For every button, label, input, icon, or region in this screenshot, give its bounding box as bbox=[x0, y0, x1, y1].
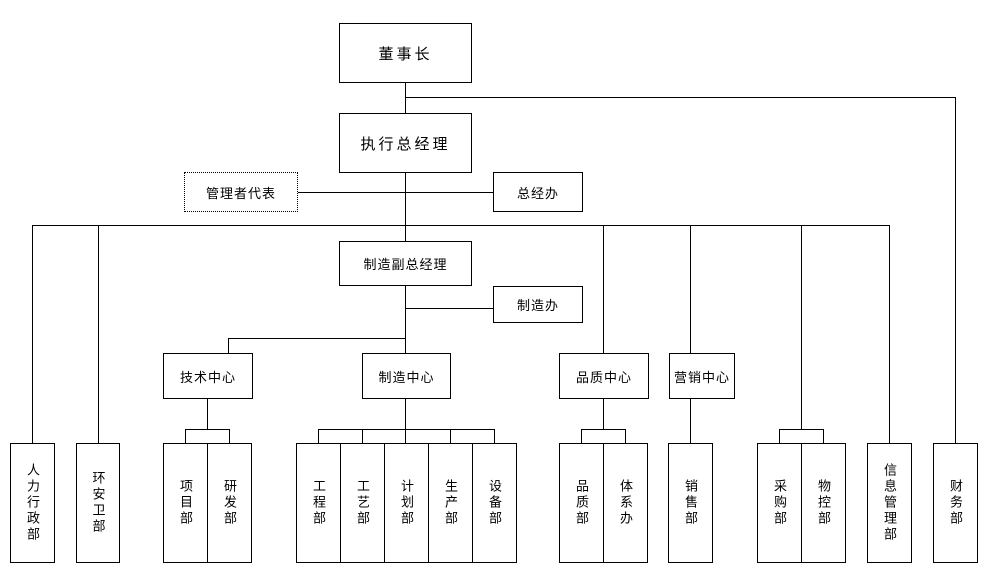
node-engineering-dept: 工程部 bbox=[296, 443, 341, 563]
node-material-control-dept: 物控部 bbox=[801, 443, 846, 563]
node-chairman: 董事长 bbox=[339, 23, 472, 83]
node-hr-admin-dept-label: 人力行政部 bbox=[25, 463, 40, 543]
connector-execgm-deputygm bbox=[405, 173, 406, 241]
node-gm-office: 总经办 bbox=[493, 172, 583, 212]
node-system-office-label: 体系办 bbox=[618, 479, 633, 527]
node-hr-admin-dept: 人力行政部 bbox=[10, 443, 55, 563]
connector-mgmtrep-gmoffice bbox=[297, 192, 493, 193]
node-quality-center: 品质中心 bbox=[559, 353, 649, 399]
node-process-dept-label: 工艺部 bbox=[355, 479, 370, 527]
node-purchasing-dept-label: 采购部 bbox=[772, 479, 787, 527]
connector-hradmin-drop bbox=[32, 225, 33, 443]
node-project-dept: 项目部 bbox=[163, 443, 208, 563]
connector-main-bus bbox=[32, 225, 890, 226]
node-equipment-dept: 设备部 bbox=[472, 443, 517, 563]
connector-infomgmt-drop bbox=[889, 225, 890, 443]
node-quality-dept-label: 品质部 bbox=[574, 479, 589, 527]
connector-marketingcenter-drop bbox=[690, 225, 691, 353]
node-tech-center: 技术中心 bbox=[163, 353, 253, 399]
connector-techcenter-drop bbox=[228, 338, 229, 353]
connector-qualitycenter-drop bbox=[603, 225, 604, 353]
node-production-dept-label: 生产部 bbox=[443, 479, 458, 527]
bracket-production-drop bbox=[450, 429, 451, 443]
bracket-project-drop bbox=[185, 429, 186, 443]
connector-techcenter-bracket-drop bbox=[207, 399, 208, 429]
bracket-purchasing-drop bbox=[779, 429, 780, 443]
bracket-system-drop bbox=[625, 429, 626, 443]
node-sales-dept-label: 销售部 bbox=[683, 479, 698, 527]
node-manufacturing-office: 制造办 bbox=[493, 286, 583, 323]
connector-qualitycenter-bracket-drop bbox=[603, 399, 604, 429]
node-finance-dept: 财务部 bbox=[933, 443, 978, 563]
node-material-control-dept-label: 物控部 bbox=[816, 479, 831, 527]
connector-ehs-drop bbox=[98, 225, 99, 443]
node-executive-gm-label: 执行总经理 bbox=[360, 135, 451, 153]
bracket-manufacturing-h bbox=[318, 429, 495, 430]
bracket-equipment-drop bbox=[494, 429, 495, 443]
node-manufacturing-center-label: 制造中心 bbox=[378, 369, 435, 385]
connector-chairman-execgm bbox=[405, 83, 406, 113]
node-system-office: 体系办 bbox=[603, 443, 648, 563]
node-manufacturing-office-label: 制造办 bbox=[516, 298, 559, 313]
connector-marketing-sales-drop bbox=[690, 399, 691, 443]
node-manufacturing-deputy-gm-label: 制造副总经理 bbox=[363, 257, 448, 272]
node-process-dept: 工艺部 bbox=[340, 443, 385, 563]
node-management-rep-label: 管理者代表 bbox=[205, 185, 276, 201]
node-quality-dept: 品质部 bbox=[559, 443, 604, 563]
node-purchasing-dept: 采购部 bbox=[757, 443, 802, 563]
bracket-rd-drop bbox=[229, 429, 230, 443]
node-project-dept-label: 项目部 bbox=[178, 479, 193, 527]
node-marketing-center: 营销中心 bbox=[669, 353, 735, 399]
node-planning-dept: 计划部 bbox=[384, 443, 429, 563]
bracket-purchasing-material-h bbox=[779, 429, 824, 430]
connector-chairman-finance-h bbox=[405, 97, 956, 98]
connector-finance-drop bbox=[955, 97, 956, 443]
node-marketing-center-label: 营销中心 bbox=[673, 369, 730, 385]
node-gm-office-label: 总经办 bbox=[516, 185, 559, 201]
node-info-mgmt-dept-label: 信息管理部 bbox=[882, 463, 897, 543]
node-ehs-dept-label: 环安卫部 bbox=[90, 471, 106, 535]
node-quality-center-label: 品质中心 bbox=[575, 369, 632, 385]
bracket-material-drop bbox=[823, 429, 824, 443]
node-planning-dept-label: 计划部 bbox=[399, 479, 414, 527]
bracket-engineering-drop bbox=[318, 429, 319, 443]
bracket-quality-system-h bbox=[581, 429, 626, 430]
bracket-quality-drop bbox=[581, 429, 582, 443]
node-chairman-label: 董事长 bbox=[378, 45, 433, 63]
node-equipment-dept-label: 设备部 bbox=[487, 479, 502, 527]
node-engineering-dept-label: 工程部 bbox=[311, 479, 326, 527]
connector-mfgoffice-h bbox=[405, 308, 493, 309]
connector-deputygm-mfgcenter bbox=[405, 286, 406, 353]
node-rd-dept-label: 研发部 bbox=[222, 479, 237, 527]
node-rd-dept: 研发部 bbox=[207, 443, 252, 563]
node-management-rep: 管理者代表 bbox=[184, 172, 298, 212]
connector-mfgcenter-bracket-drop bbox=[405, 399, 406, 443]
node-info-mgmt-dept: 信息管理部 bbox=[867, 443, 912, 563]
node-sales-dept: 销售部 bbox=[668, 443, 713, 563]
node-finance-dept-label: 财务部 bbox=[948, 479, 963, 527]
node-executive-gm: 执行总经理 bbox=[339, 113, 472, 173]
node-manufacturing-deputy-gm: 制造副总经理 bbox=[339, 241, 472, 286]
node-manufacturing-center: 制造中心 bbox=[362, 353, 451, 399]
connector-techcenter-branch-h bbox=[228, 338, 405, 339]
node-tech-center-label: 技术中心 bbox=[179, 369, 236, 385]
node-production-dept: 生产部 bbox=[428, 443, 473, 563]
bracket-project-rd-h bbox=[185, 429, 230, 430]
bracket-process-drop bbox=[362, 429, 363, 443]
connector-purchasing-group-drop bbox=[801, 225, 802, 429]
node-ehs-dept: 环安卫部 bbox=[76, 443, 120, 563]
